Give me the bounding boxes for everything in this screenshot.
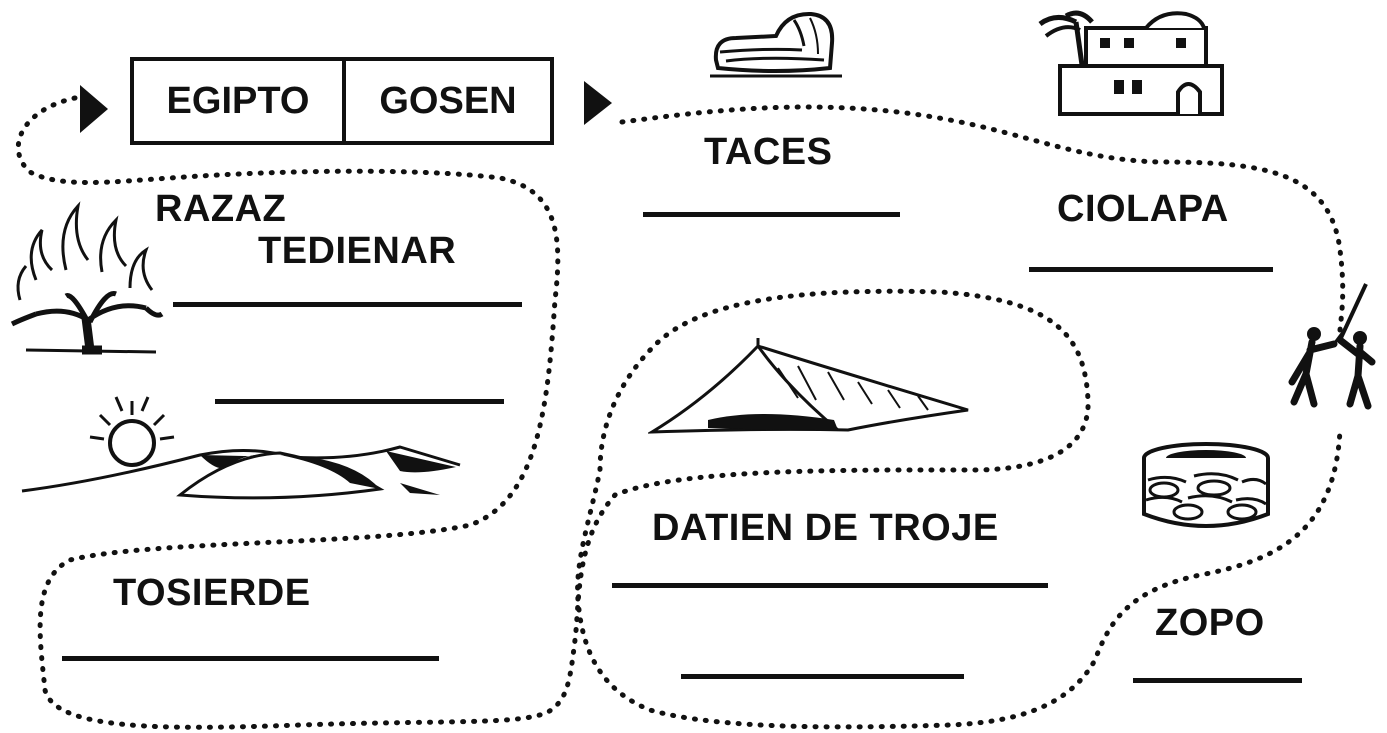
answer-line bbox=[681, 674, 964, 679]
answer-line bbox=[62, 656, 439, 661]
box-right-label: GOSEN bbox=[379, 79, 517, 122]
house-icon bbox=[1038, 10, 1224, 116]
burning-bush-icon bbox=[10, 201, 164, 355]
answer-line bbox=[173, 302, 522, 307]
answer-line bbox=[215, 399, 504, 404]
answer-line bbox=[643, 212, 900, 217]
sunset-dunes-icon bbox=[21, 396, 461, 500]
tent-icon bbox=[648, 338, 969, 434]
answer-line bbox=[1133, 678, 1302, 683]
word-tosierde: TOSIERDE bbox=[113, 572, 311, 614]
arrow-right-icon bbox=[80, 85, 108, 133]
arrow-right-icon bbox=[584, 81, 612, 125]
cradle-icon bbox=[710, 11, 842, 78]
box-right-cell: GOSEN bbox=[342, 57, 554, 145]
answer-line bbox=[612, 583, 1048, 588]
word-razaz: RAZAZ bbox=[155, 188, 287, 230]
word-taces: TACES bbox=[704, 131, 833, 173]
answer-line bbox=[1029, 267, 1273, 272]
box-left-label: EGIPTO bbox=[166, 79, 310, 122]
fighting-men-icon bbox=[1288, 283, 1376, 410]
word-ciolapa: CIOLAPA bbox=[1057, 188, 1229, 230]
box-left-cell: EGIPTO bbox=[130, 57, 346, 145]
well-icon bbox=[1142, 442, 1270, 528]
word-datien-de-troje: DATIEN DE TROJE bbox=[652, 507, 999, 549]
word-tedienar: TEDIENAR bbox=[258, 230, 457, 272]
word-zopo: ZOPO bbox=[1155, 602, 1265, 644]
